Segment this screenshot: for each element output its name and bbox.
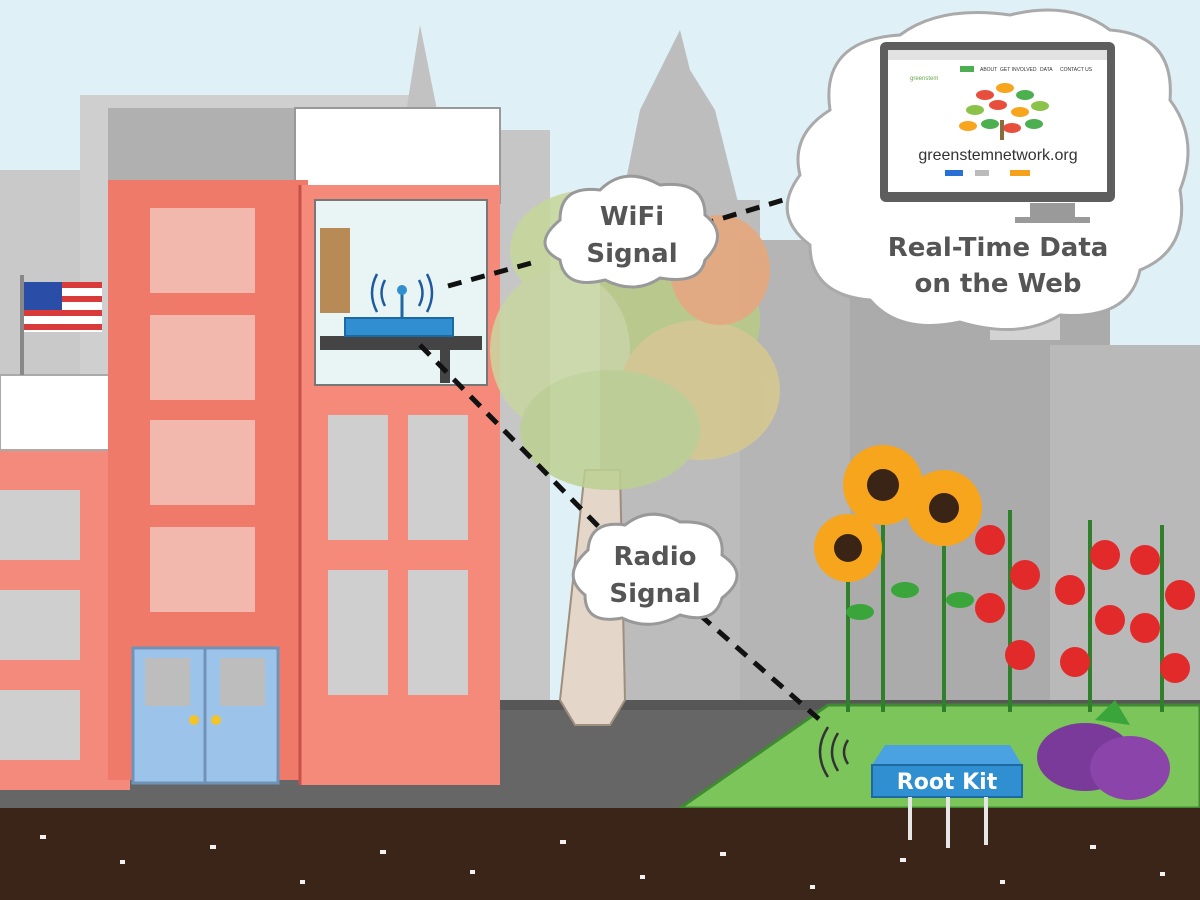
router-room-cutaway	[314, 199, 488, 386]
signal-paths	[418, 195, 822, 722]
root-kit-device: Root Kit	[871, 745, 1023, 848]
nav-item-get-involved: GET INVOLVED	[1000, 67, 1037, 73]
web-label-line1: Real-Time Data	[888, 233, 1109, 263]
radio-waves-icon	[818, 726, 850, 778]
nav-item-contact: CONTACT US	[1060, 67, 1093, 73]
nav-item-about: ABOUT	[980, 67, 997, 73]
radio-label-line1: Radio	[614, 542, 697, 572]
website-url: greenstemnetwork.org	[918, 147, 1077, 164]
radio-label-line2: Signal	[609, 579, 700, 609]
school-building	[108, 107, 501, 785]
radio-signal-cloud: Radio Signal	[571, 512, 739, 626]
nav-item-data: DATA	[1040, 67, 1053, 73]
wall-picture	[320, 228, 350, 313]
american-flag-icon	[20, 275, 102, 375]
soil	[0, 808, 1200, 900]
tomato-plants	[975, 510, 1195, 712]
root-kit-label: Root Kit	[897, 770, 998, 795]
website-nav: ABOUT GET INVOLVED DATA CONTACT US	[960, 66, 1093, 73]
wifi-router-icon	[344, 273, 454, 337]
web-monitor: ABOUT GET INVOLVED DATA CONTACT US green…	[880, 42, 1115, 223]
wifi-label-line2: Signal	[586, 239, 677, 269]
web-label-line2: on the Web	[914, 269, 1081, 299]
eggplant-icon	[1037, 700, 1170, 800]
wifi-signal-cloud: WiFi Signal	[543, 174, 719, 289]
site-brand: greenstem	[910, 76, 938, 82]
sunflowers	[814, 445, 982, 712]
leaf-tree-logo	[959, 83, 1049, 140]
web-data-cloud: ABOUT GET INVOLVED DATA CONTACT US green…	[785, 8, 1190, 331]
wifi-label-line1: WiFi	[600, 202, 664, 232]
